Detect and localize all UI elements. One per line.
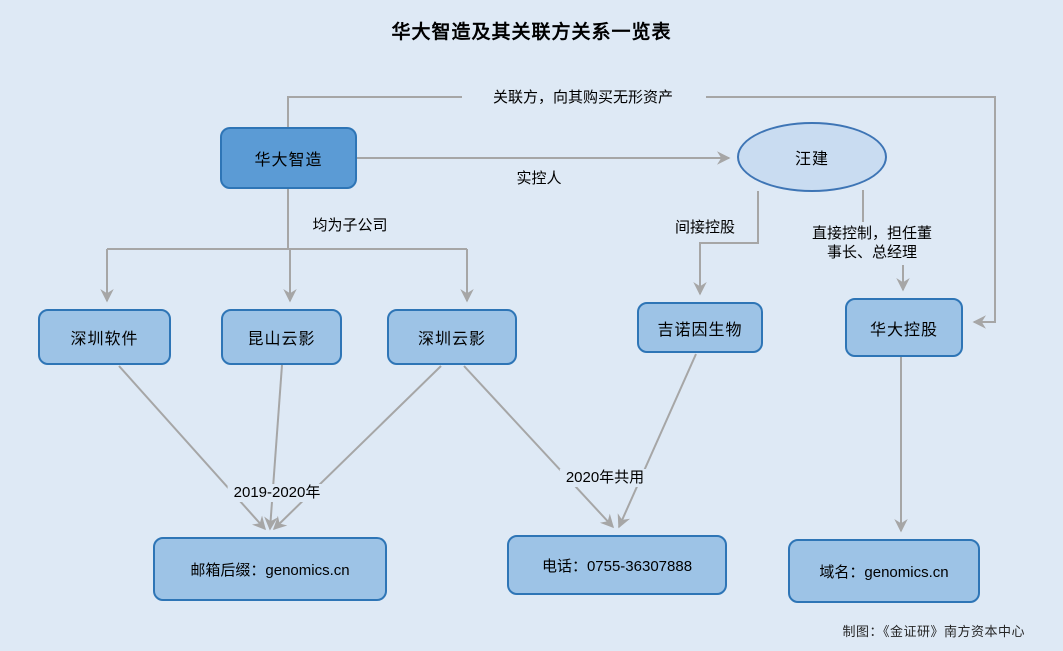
edge-indirect-holding [693,191,759,296]
node-shenzhen-software: 深圳软件 [38,309,171,365]
edge-label-email-period: 2019-2020年 [227,484,327,502]
edge-label-actual-controller: 实控人 [510,170,568,188]
edge-intangible-assets [287,96,996,329]
node-wang-jian: 汪建 [737,122,887,192]
node-genoimmune: 吉诺因生物 [637,302,763,353]
edge-direct-control [862,190,910,292]
edge-label-intangible-assets: 关联方，向其购买无形资产 [486,89,680,107]
node-huada-zhizao: 华大智造 [220,127,357,189]
edge-shared-phone [463,353,697,529]
node-domain: 域名：genomics.cn [788,539,980,603]
edge-shared-email [118,364,442,531]
edge-label-direct-control-line2: 事长、总经理 [826,244,917,261]
node-shenzhen-yunying: 深圳云影 [387,309,517,365]
node-kunshan-yunying: 昆山云影 [221,309,342,365]
edge-label-direct-control-line1: 直接控制，担任董 [811,225,932,242]
node-phone: 电话：0755-36307888 [507,535,727,595]
node-huada-holding: 华大控股 [845,298,963,357]
node-email-suffix: 邮箱后缀：genomics.cn [153,537,387,601]
edge-label-indirect-holding: 间接控股 [668,219,742,237]
credit-text: 制图：《金证研》南方资本中心 [842,624,1025,639]
page-title: 华大智造及其关联方关系一览表 [391,22,672,43]
edge-label-all-subsidiaries: 均为子公司 [306,217,394,235]
edge-label-direct-control: 直接控制，担任董 事长、总经理 [791,224,953,262]
edge-subsidiaries-tree [100,189,474,303]
edge-label-phone-shared: 2020年共用 [559,469,651,487]
